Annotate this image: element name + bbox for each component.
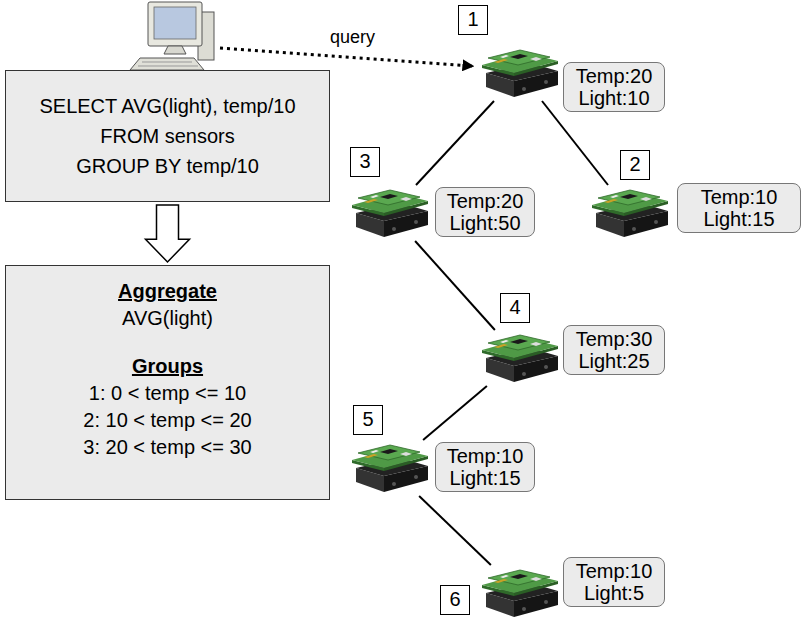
box-text: SELECT AVG(light), temp/10 (14, 91, 321, 121)
link-line (423, 386, 487, 440)
callout-number: 2 (625, 151, 645, 178)
sensor-node: 1Temp:20 Light:10 (480, 45, 560, 101)
reading-box: Temp:20 Light:50 (435, 187, 535, 237)
callout-number: 4 (505, 294, 525, 321)
block-arrow (146, 205, 190, 262)
number-tag: 2 (620, 150, 650, 180)
reading-text: Temp:10 Light:15 (440, 445, 530, 489)
monitor-screen (154, 7, 196, 39)
computer-monitor (148, 2, 202, 46)
link-line (416, 101, 494, 185)
sensor-mote (482, 50, 558, 97)
reading-text: Temp:20 Light:10 (568, 65, 660, 109)
box-text: AVG(light) (14, 305, 321, 332)
sensor-mote (352, 445, 428, 492)
query-arrow (220, 48, 472, 66)
sensor-node: 6Temp:10 Light:5 (480, 565, 560, 621)
section-heading: Aggregate (14, 278, 321, 305)
keyboard-keys (138, 62, 198, 66)
number-tag: 6 (440, 585, 470, 615)
reading-text: Temp:10 Light:15 (682, 186, 796, 230)
callout-number: 6 (445, 586, 465, 613)
box-text: 2: 10 < temp <= 20 (14, 407, 321, 434)
box-text: FROM sensors (14, 121, 321, 151)
monitor-stand (164, 46, 186, 54)
section-heading: Groups (14, 353, 321, 380)
link-line (419, 496, 491, 565)
reading-box: Temp:10 Light:15 (677, 183, 801, 233)
sensor-mote (482, 570, 558, 617)
reading-text: Temp:30 Light:25 (568, 328, 660, 372)
reading-box: Temp:20 Light:10 (563, 62, 665, 112)
box-text: GROUP BY temp/10 (14, 151, 321, 181)
number-tag: 1 (458, 5, 488, 35)
number-tag: 5 (353, 405, 383, 435)
box-text: 1: 0 < temp <= 10 (14, 380, 321, 407)
reading-box: Temp:30 Light:25 (563, 325, 665, 375)
sensor-mote (482, 335, 558, 382)
callout-number: 5 (358, 406, 378, 433)
sensor-mote (592, 190, 668, 237)
number-tag: 3 (350, 147, 380, 177)
sensor-mote (352, 190, 428, 237)
query-box: SELECT AVG(light), temp/10FROM sensorsGR… (5, 70, 330, 202)
arrow-label: query (330, 27, 375, 48)
reading-text: Temp:20 Light:50 (440, 190, 530, 234)
number-tag: 4 (500, 293, 530, 323)
sensor-node: 5Temp:10 Light:15 (350, 440, 430, 496)
sensor-node: 2Temp:10 Light:15 (590, 185, 670, 241)
callout-number: 1 (463, 6, 483, 33)
link-line (415, 241, 495, 330)
reading-box: Temp:10 Light:15 (435, 442, 535, 492)
reading-box: Temp:10 Light:5 (563, 557, 665, 607)
callout-number: 3 (355, 148, 375, 175)
sensor-node: 3Temp:20 Light:50 (350, 185, 430, 241)
link-line (542, 101, 608, 185)
box-text: 3: 20 < temp <= 30 (14, 434, 321, 461)
keyboard (130, 58, 204, 70)
aggregate-box: AggregateAVG(light) Groups1: 0 < temp <= … (5, 265, 330, 500)
sensor-node: 4Temp:30 Light:25 (480, 330, 560, 386)
reading-text: Temp:10 Light:5 (568, 560, 660, 604)
